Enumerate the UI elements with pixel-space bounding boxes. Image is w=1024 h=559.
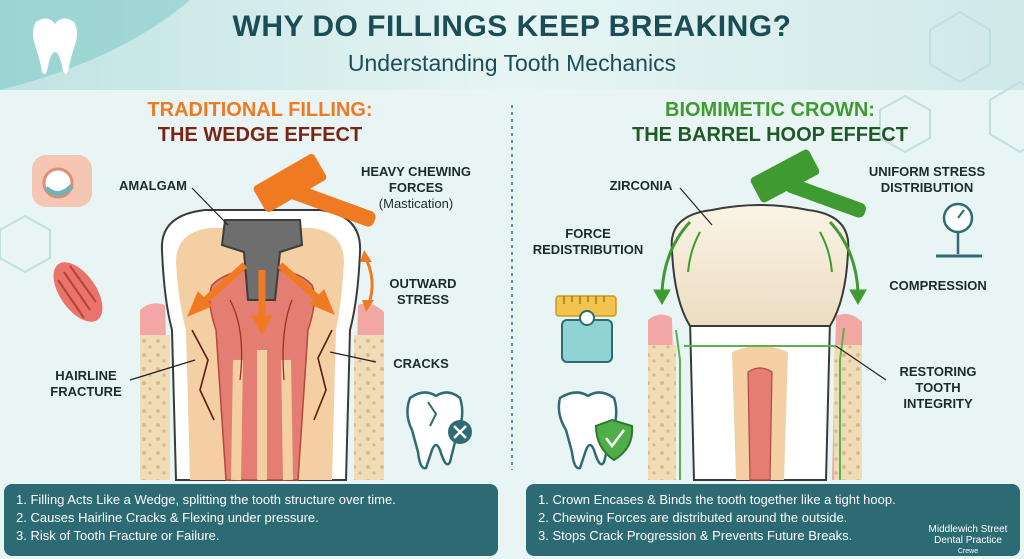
- left-point-2: 2. Causes Hairline Cracks & Flexing unde…: [16, 510, 319, 525]
- label-uniform-1: UNIFORM STRESS: [868, 164, 986, 179]
- brand-line-1: Middlewich Street: [928, 524, 1008, 535]
- label-heavy-chewing-1: HEAVY CHEWING: [360, 164, 472, 179]
- right-point-3: 3. Stops Crack Progression & Prevents Fu…: [538, 528, 853, 543]
- label-compression: COMPRESSION: [889, 278, 987, 293]
- jaw-joint-icon: [32, 155, 92, 207]
- left-summary-panel: 1. Filling Acts Like a Wedge, splitting …: [4, 484, 498, 556]
- left-section-title-2: THE WEDGE EFFECT: [157, 124, 363, 146]
- right-section-title-2: THE BARREL HOOP EFFECT: [632, 124, 908, 146]
- amalgam-filling: [220, 219, 304, 301]
- label-outward-2: STRESS: [396, 292, 449, 307]
- label-zirconia: ZIRCONIA: [609, 178, 673, 193]
- label-outward-1: OUTWARD: [389, 276, 457, 291]
- compression-arrows: [653, 220, 867, 306]
- hammer-icon-green: [750, 149, 866, 218]
- label-restoring-2: TOOTH: [915, 380, 961, 395]
- right-point-2: 2. Chewing Forces are distributed around…: [538, 510, 848, 525]
- hammer-icon: [253, 153, 376, 227]
- outward-stress-arrow: [362, 254, 374, 307]
- brand-line-2: Dental Practice: [934, 535, 1002, 546]
- crowned-tooth-diagram: [648, 149, 887, 481]
- label-restoring-3: INTEGRITY: [903, 396, 973, 411]
- scale-icon: [936, 202, 982, 258]
- label-heavy-chewing-2: FORCES: [388, 180, 444, 195]
- brand-line-3: Crewe: [957, 548, 979, 555]
- broken-tooth-icon: [406, 391, 472, 470]
- muscle-icon: [53, 262, 103, 322]
- tooth-logo-icon: [33, 18, 77, 75]
- label-cracks: CRACKS: [393, 356, 449, 371]
- cracked-tooth-diagram: [129, 153, 384, 481]
- right-section-title-1: BIOMIMETIC CROWN:: [665, 99, 875, 121]
- left-section-title-1: TRADITIONAL FILLING:: [147, 99, 373, 121]
- protected-tooth-icon: [557, 391, 634, 470]
- left-point-3: 3. Risk of Tooth Fracture or Failure.: [16, 528, 220, 543]
- wedge-force-arrows: [187, 262, 335, 336]
- label-restoring-1: RESTORING: [899, 364, 977, 379]
- zirconia-crown: [670, 204, 850, 327]
- brand-name: Middlewich Street Dental Practice Crewe: [914, 524, 1022, 557]
- tape-measure-icon: [555, 295, 617, 363]
- page-subtitle: Understanding Tooth Mechanics: [347, 50, 677, 76]
- label-force-2: REDISTRIBUTION: [532, 242, 644, 257]
- left-point-1: 1. Filling Acts Like a Wedge, splitting …: [16, 492, 396, 507]
- label-hairline-1: HAIRLINE: [55, 368, 117, 383]
- right-summary-panel: 1. Crown Encases & Binds the tooth toget…: [526, 484, 1020, 556]
- right-point-1: 1. Crown Encases & Binds the tooth toget…: [538, 492, 896, 507]
- label-uniform-2: DISTRIBUTION: [880, 180, 974, 195]
- label-heavy-chewing-3: (Mastication): [378, 196, 454, 211]
- label-amalgam: AMALGAM: [119, 178, 187, 193]
- hexagon-pattern: [0, 10, 1024, 274]
- page-title: WHY DO FILLINGS KEEP BREAKING?: [232, 10, 792, 43]
- label-hairline-2: FRACTURE: [50, 384, 122, 399]
- label-force-1: FORCE: [565, 226, 611, 241]
